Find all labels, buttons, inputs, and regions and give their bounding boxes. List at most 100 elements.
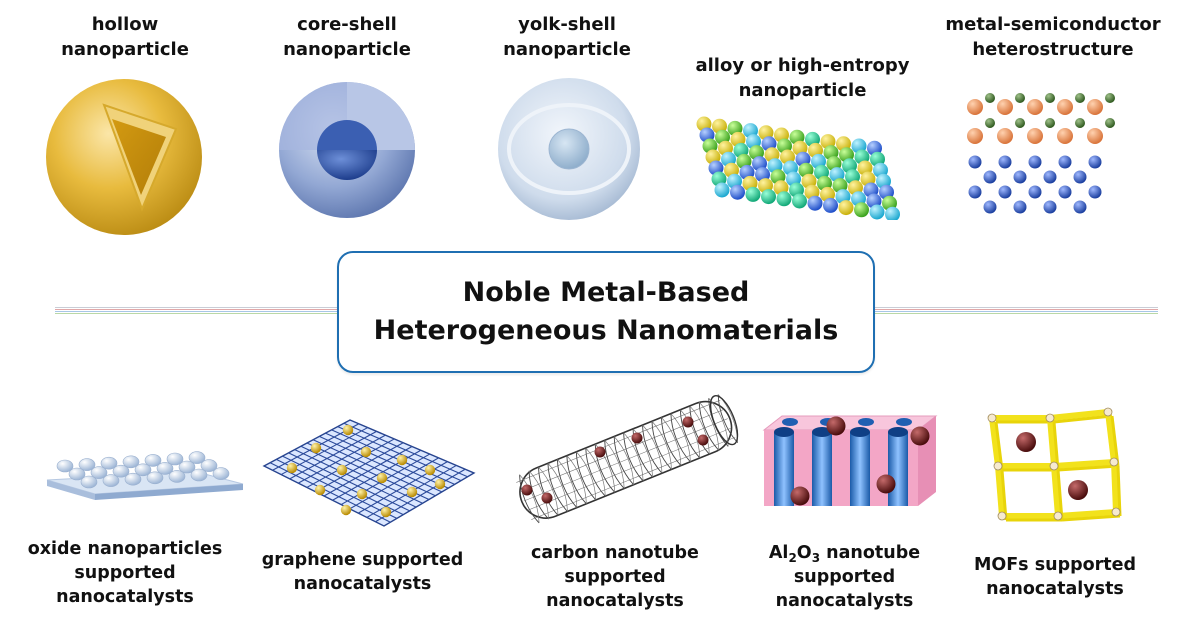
- oxide-dome: [188, 451, 206, 464]
- gold-nanoparticle: [286, 462, 298, 474]
- alloy-atom: [776, 191, 792, 207]
- hetero-large-atom: [1027, 128, 1043, 144]
- metal-nanoparticle: [876, 474, 896, 494]
- metal-nanoparticle: [790, 486, 810, 506]
- hetero-large-atom: [1087, 99, 1103, 115]
- heterostructure-lattice-icon: [967, 93, 1115, 214]
- oxide-dome: [156, 462, 174, 475]
- hetero-small-atom: [1015, 118, 1025, 128]
- gold-nanoparticle: [356, 488, 368, 500]
- hetero-blue-atom: [998, 185, 1012, 199]
- divider-right: [868, 307, 1158, 315]
- oxide-dome: [134, 463, 152, 477]
- hetero-large-atom: [1087, 128, 1103, 144]
- mof-linker: [1049, 409, 1109, 421]
- gold-nanoparticle: [376, 472, 388, 484]
- membrane-pore: [850, 432, 870, 506]
- hetero-small-atom: [985, 118, 995, 128]
- gold-nanoparticle: [340, 504, 352, 516]
- alloy-atom: [761, 189, 776, 205]
- hetero-blue-atom: [1043, 200, 1057, 214]
- metal-nanoparticle: [541, 492, 553, 504]
- oxide-dome: [190, 468, 208, 482]
- oxide-dome: [122, 455, 140, 469]
- label-core-shell: core-shell nanoparticle: [283, 14, 411, 60]
- mof-linker: [1116, 465, 1122, 517]
- metal-nanoparticle: [594, 446, 606, 458]
- metal-nanoparticle: [826, 416, 846, 436]
- oxide-dome: [178, 460, 196, 474]
- title-line-1: Noble Metal-Based: [462, 277, 750, 308]
- mof-linker: [1057, 464, 1119, 472]
- oxide-dome: [146, 471, 164, 485]
- alloy-atom: [792, 193, 807, 209]
- oxide-dome: [144, 454, 162, 467]
- mof-node: [1049, 461, 1059, 471]
- gold-nanoparticle: [310, 442, 322, 454]
- alloy-atom: [823, 197, 838, 213]
- nanotube-walls: [516, 394, 739, 524]
- mof-node: [987, 413, 997, 423]
- metal-nanoparticle: [910, 426, 930, 446]
- mof-linker: [1051, 465, 1061, 517]
- label-graphene: graphene supported nanocatalysts: [261, 550, 464, 594]
- graphene-lattice: [262, 419, 476, 527]
- hetero-blue-atom: [1058, 155, 1072, 169]
- title-line-2: Heterogeneous Nanomaterials: [373, 315, 839, 346]
- pore-opening: [812, 427, 832, 437]
- hetero-small-atom: [985, 93, 995, 103]
- membrane-pore: [812, 432, 832, 506]
- label-oxide: oxide nanoparticles supported nanocataly…: [27, 539, 223, 607]
- hetero-blue-atom: [1028, 185, 1042, 199]
- hetero-blue-atom: [983, 200, 997, 214]
- gold-nanoparticle: [336, 464, 348, 476]
- alloy-atom: [869, 204, 885, 220]
- hetero-blue-atom: [998, 155, 1012, 169]
- oxide-slab-front: [95, 484, 243, 500]
- alloy-atom: [885, 206, 900, 220]
- alloy-atom: [838, 200, 854, 216]
- hetero-small-atom: [1075, 93, 1085, 103]
- pore-opening: [896, 418, 912, 426]
- pore-opening: [774, 427, 794, 437]
- mof-node: [993, 461, 1003, 471]
- oxide-dome: [78, 458, 96, 471]
- mof-linker: [1053, 459, 1115, 469]
- gold-nanoparticle: [424, 464, 436, 476]
- hetero-blue-atom: [1043, 170, 1057, 184]
- gold-nanoparticle: [314, 484, 326, 496]
- hetero-small-atom: [1105, 118, 1115, 128]
- oxide-dome: [100, 456, 118, 470]
- membrane-pore: [774, 432, 794, 506]
- mof-linker: [1000, 469, 1008, 521]
- hetero-large-atom: [1057, 128, 1073, 144]
- hetero-blue-atom: [1028, 155, 1042, 169]
- label-mof: MOFs supported nanocatalysts: [973, 555, 1137, 599]
- mof-linker: [995, 465, 1005, 517]
- hetero-large-atom: [967, 128, 983, 144]
- hollow-sphere-cutaway-icon: [46, 79, 202, 235]
- metal-nanoparticle: [682, 416, 694, 428]
- divider-left: [55, 307, 340, 315]
- alloy-atom: [730, 184, 745, 200]
- oxide-dome: [166, 452, 184, 466]
- oxide-dome: [112, 464, 130, 478]
- oxide-dome: [200, 459, 218, 472]
- hetero-blue-atom: [1088, 185, 1102, 199]
- oxide-dome: [56, 459, 74, 473]
- yolk-shell-sphere-icon: [498, 78, 640, 220]
- metal-nanoparticle: [1016, 432, 1036, 452]
- label-yolk-shell: yolk-shell nanoparticle: [503, 14, 631, 60]
- carbon-nanotube-icon: [516, 394, 739, 524]
- mof-linker: [1052, 421, 1060, 471]
- gold-nanoparticle: [360, 446, 372, 458]
- metal-nanoparticle: [521, 484, 533, 496]
- hetero-small-atom: [1045, 93, 1055, 103]
- hetero-blue-atom: [983, 170, 997, 184]
- gold-nanoparticle: [434, 478, 446, 490]
- hetero-blue-atom: [968, 185, 982, 199]
- oxide-dome: [168, 470, 186, 483]
- hetero-large-atom: [1027, 99, 1043, 115]
- hetero-blue-atom: [968, 155, 982, 169]
- hetero-blue-atom: [1073, 170, 1087, 184]
